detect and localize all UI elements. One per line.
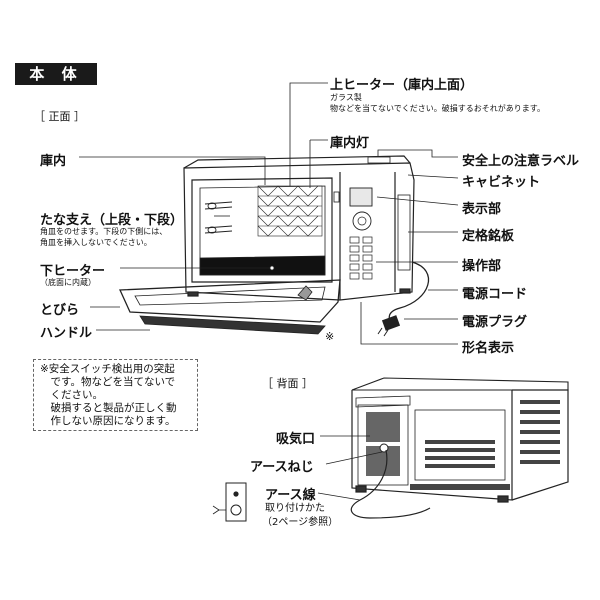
label-interior: 庫内 — [40, 154, 67, 169]
label-interior-light: 庫内灯 — [330, 136, 370, 151]
door-drawing — [119, 279, 341, 323]
air-intake-vents — [366, 412, 400, 476]
control-buttons — [349, 236, 373, 280]
label-model: 形名表示 — [462, 341, 515, 356]
front-heading: ［ 正面 ］ — [34, 110, 85, 123]
note-line: ※安全スイッチ検出用の突起 — [40, 363, 175, 375]
label-power-cord: 電源コード — [462, 287, 528, 302]
label-earth-wire: アース線 — [265, 488, 316, 503]
label-earth-sub1: 取り付けかた — [265, 503, 325, 514]
label-upper-heater: 上ヒーター（庫内上面） — [330, 78, 474, 93]
label-earth-sub2: （2ページ参照） — [262, 517, 339, 528]
label-handle: ハンドル — [40, 326, 93, 341]
label-shelf-sub2: 角皿を挿入しないでください。 — [40, 238, 152, 247]
page-title: 本 体 — [15, 63, 97, 85]
label-shelf-sub1: 角皿をのせます。下段の下側には、 — [40, 227, 168, 236]
back-heading: ［ 背面 ］ — [262, 377, 313, 390]
earth-screw-drawing — [379, 443, 389, 453]
label-earth-screw: アースねじ — [250, 460, 314, 475]
earth-wire-drawing — [350, 449, 431, 519]
label-display: 表示部 — [462, 202, 502, 217]
label-upper-heater-sub2: 物などを当てないでください。破損するおそれがあります。 — [330, 104, 545, 113]
label-power-plug: 電源プラグ — [462, 315, 528, 330]
label-shelf-support: たな支え（上段・下段） — [40, 213, 184, 228]
label-safety-label: 安全上の注意ラベル — [462, 154, 580, 169]
handle-drawing — [139, 315, 326, 335]
display-panel — [349, 187, 373, 207]
label-control-panel: 操作部 — [462, 259, 502, 274]
oven-back-drawing — [212, 377, 569, 522]
label-lower-heater: 下ヒーター — [40, 264, 106, 279]
label-rating-plate: 定格銘板 — [462, 229, 515, 244]
shelf-supports — [204, 201, 233, 234]
power-plug-drawing — [381, 315, 401, 331]
back-leader-lines — [317, 435, 383, 501]
oven-front-drawing — [119, 155, 430, 337]
label-upper-heater-sub1: ガラス製 — [330, 93, 362, 102]
label-cabinet: キャビネット — [462, 175, 541, 190]
safety-switch-note: ※安全スイッチ検出用の突起 です。物などを当てないで ください。 破損すると製品… — [33, 359, 198, 431]
note-line: ください。 — [40, 389, 103, 401]
note-line: 作しない原因になります。 — [40, 415, 176, 427]
label-door: とびら — [40, 303, 80, 318]
upper-heater-grid — [257, 185, 323, 237]
note-line: です。物などを当てないで — [40, 376, 176, 388]
label-air-intake: 吸気口 — [276, 432, 316, 447]
dial — [352, 211, 372, 231]
lower-heater-plate — [199, 255, 326, 276]
label-lower-heater-sub: （底面に内蔵） — [40, 278, 96, 287]
label-asterisk: ※ — [325, 330, 335, 343]
note-line: 破損すると製品が正しく動 — [40, 402, 177, 414]
front-leader-lines — [79, 82, 459, 345]
